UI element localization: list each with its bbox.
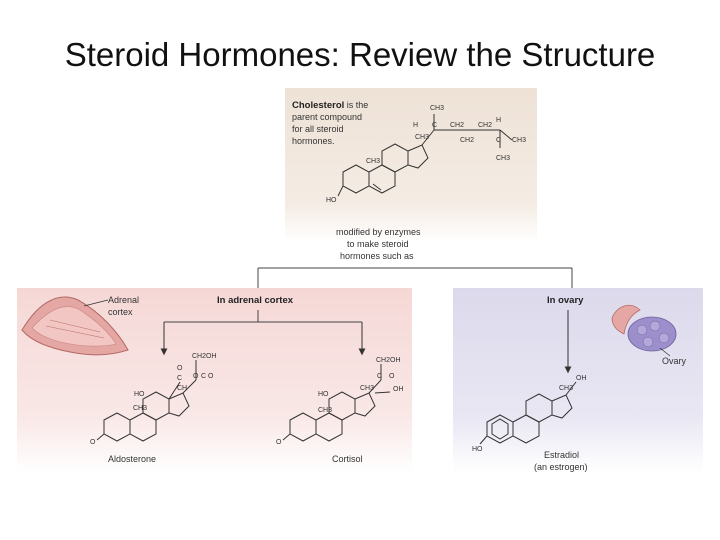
branch-connectors <box>257 267 573 288</box>
chol-label-h1: H <box>496 117 501 124</box>
cort-label-o: O <box>389 373 395 380</box>
aldo-label-ch3: CH3 <box>133 405 147 412</box>
estradiol-name: Estradiol <box>544 450 579 460</box>
chol-label-ch3b: CH3 <box>512 137 526 144</box>
ovary-label: Ovary <box>662 356 687 366</box>
chol-label-ho: HO <box>326 197 337 204</box>
chol-label-c1: C <box>432 122 437 129</box>
aldo-label-o4: O <box>90 439 96 446</box>
chol-label-c2: C <box>496 137 501 144</box>
chol-label-ch3c: CH3 <box>415 134 429 141</box>
cort-label-ho: HO <box>318 391 329 398</box>
cort-label-c: C <box>377 373 382 380</box>
aldo-label-o1: O <box>177 365 183 372</box>
adrenal-header: In adrenal cortex <box>217 295 294 306</box>
aldo-label-o3: O <box>208 373 214 380</box>
estr-label-ch3: CH3 <box>559 385 573 392</box>
chol-label-ch3e: CH3 <box>366 158 380 165</box>
chol-label-ch2b: CH2 <box>478 122 492 129</box>
chol-label-ch3a: CH3 <box>430 105 444 112</box>
adrenal-arrows <box>160 310 366 356</box>
slide-title: Steroid Hormones: Review the Structure <box>64 36 656 73</box>
adrenal-label-line2: cortex <box>108 307 133 317</box>
estradiol-note: (an estrogen) <box>534 462 588 472</box>
estradiol-structure <box>479 381 577 445</box>
chol-label-h2: H <box>413 122 418 129</box>
modified-line3: hormones such as <box>340 251 414 261</box>
ovary-illustration <box>611 304 677 357</box>
cholesterol-caption-line1: is the <box>344 100 368 110</box>
estr-label-oh: OH <box>576 375 587 382</box>
estr-label-ho: HO <box>472 446 483 453</box>
chol-label-ch3d: CH3 <box>496 155 510 162</box>
aldo-label-ho: HO <box>134 391 145 398</box>
cort-label-ch3b: CH3 <box>318 407 332 414</box>
cortisol-structure <box>282 364 391 442</box>
aldo-label-ch2oh: CH2OH <box>192 353 217 360</box>
chol-label-ch2c: CH2 <box>460 137 474 144</box>
cholesterol-structure <box>337 114 513 197</box>
modified-line2: to make steroid <box>347 239 409 249</box>
adrenal-gland-illustration <box>21 296 129 356</box>
aldo-label-ch: CH <box>177 385 187 392</box>
cort-label-o2: O <box>276 439 282 446</box>
ovary-header: In ovary <box>547 295 584 306</box>
cortisol-name: Cortisol <box>332 454 363 464</box>
aldo-label-c2: C <box>201 373 206 380</box>
aldo-label-c1: C <box>177 375 182 382</box>
cholesterol-caption-line2: parent compound <box>292 112 362 122</box>
chol-label-ch2a: CH2 <box>450 122 464 129</box>
cort-label-oh: OH <box>393 386 404 393</box>
cholesterol-caption-line3: for all steroid <box>292 124 344 134</box>
cort-label-ch3a: CH3 <box>360 385 374 392</box>
cholesterol-bold: Cholesterol <box>292 100 344 111</box>
cholesterol-caption-line4: hormones. <box>292 136 335 146</box>
modified-line1: modified by enzymes <box>336 227 421 237</box>
cort-label-ch2oh: CH2OH <box>376 357 401 364</box>
aldosterone-structure <box>96 360 197 442</box>
aldo-label-o2: O <box>193 373 199 380</box>
cholesterol-caption: Cholesterol is the <box>292 100 368 111</box>
aldosterone-name: Aldosterone <box>108 454 156 464</box>
adrenal-label-line1: Adrenal <box>108 295 139 305</box>
